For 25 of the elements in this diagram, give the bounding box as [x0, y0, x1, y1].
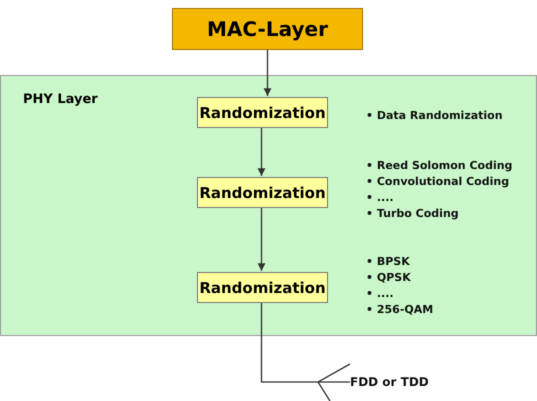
layer-panel	[0, 75, 537, 336]
box-label: Randomization	[199, 104, 326, 122]
layer-box	[172, 8, 363, 50]
process-box	[197, 97, 328, 128]
panel-title: PHY Layer	[23, 92, 98, 107]
box-label: Randomization	[199, 278, 326, 296]
bullet-item: • QPSK	[366, 270, 411, 286]
arrow	[258, 127, 266, 176]
arrow	[258, 207, 266, 271]
bullet-item: • Data Randomization	[366, 108, 503, 124]
bullet-item: • Turbo Coding	[366, 206, 459, 222]
bullet-item: • 256-QAM	[366, 302, 434, 318]
box-label: Randomization	[199, 184, 326, 202]
arrow	[264, 50, 272, 96]
bullet-item: • BPSK	[366, 254, 410, 270]
bullet-item: • Convolutional Coding	[366, 174, 510, 190]
caption-text: FDD or TDD	[350, 374, 429, 390]
box-label: MAC-Layer	[207, 17, 328, 41]
bullet-item: • Reed Solomon Coding	[366, 158, 512, 174]
antenna-icon	[318, 362, 352, 401]
connector-line	[260, 302, 318, 383]
process-box	[197, 177, 328, 208]
bullet-item: • ....	[366, 190, 394, 206]
bullet-item: • ....	[366, 286, 394, 302]
process-box	[197, 272, 328, 303]
